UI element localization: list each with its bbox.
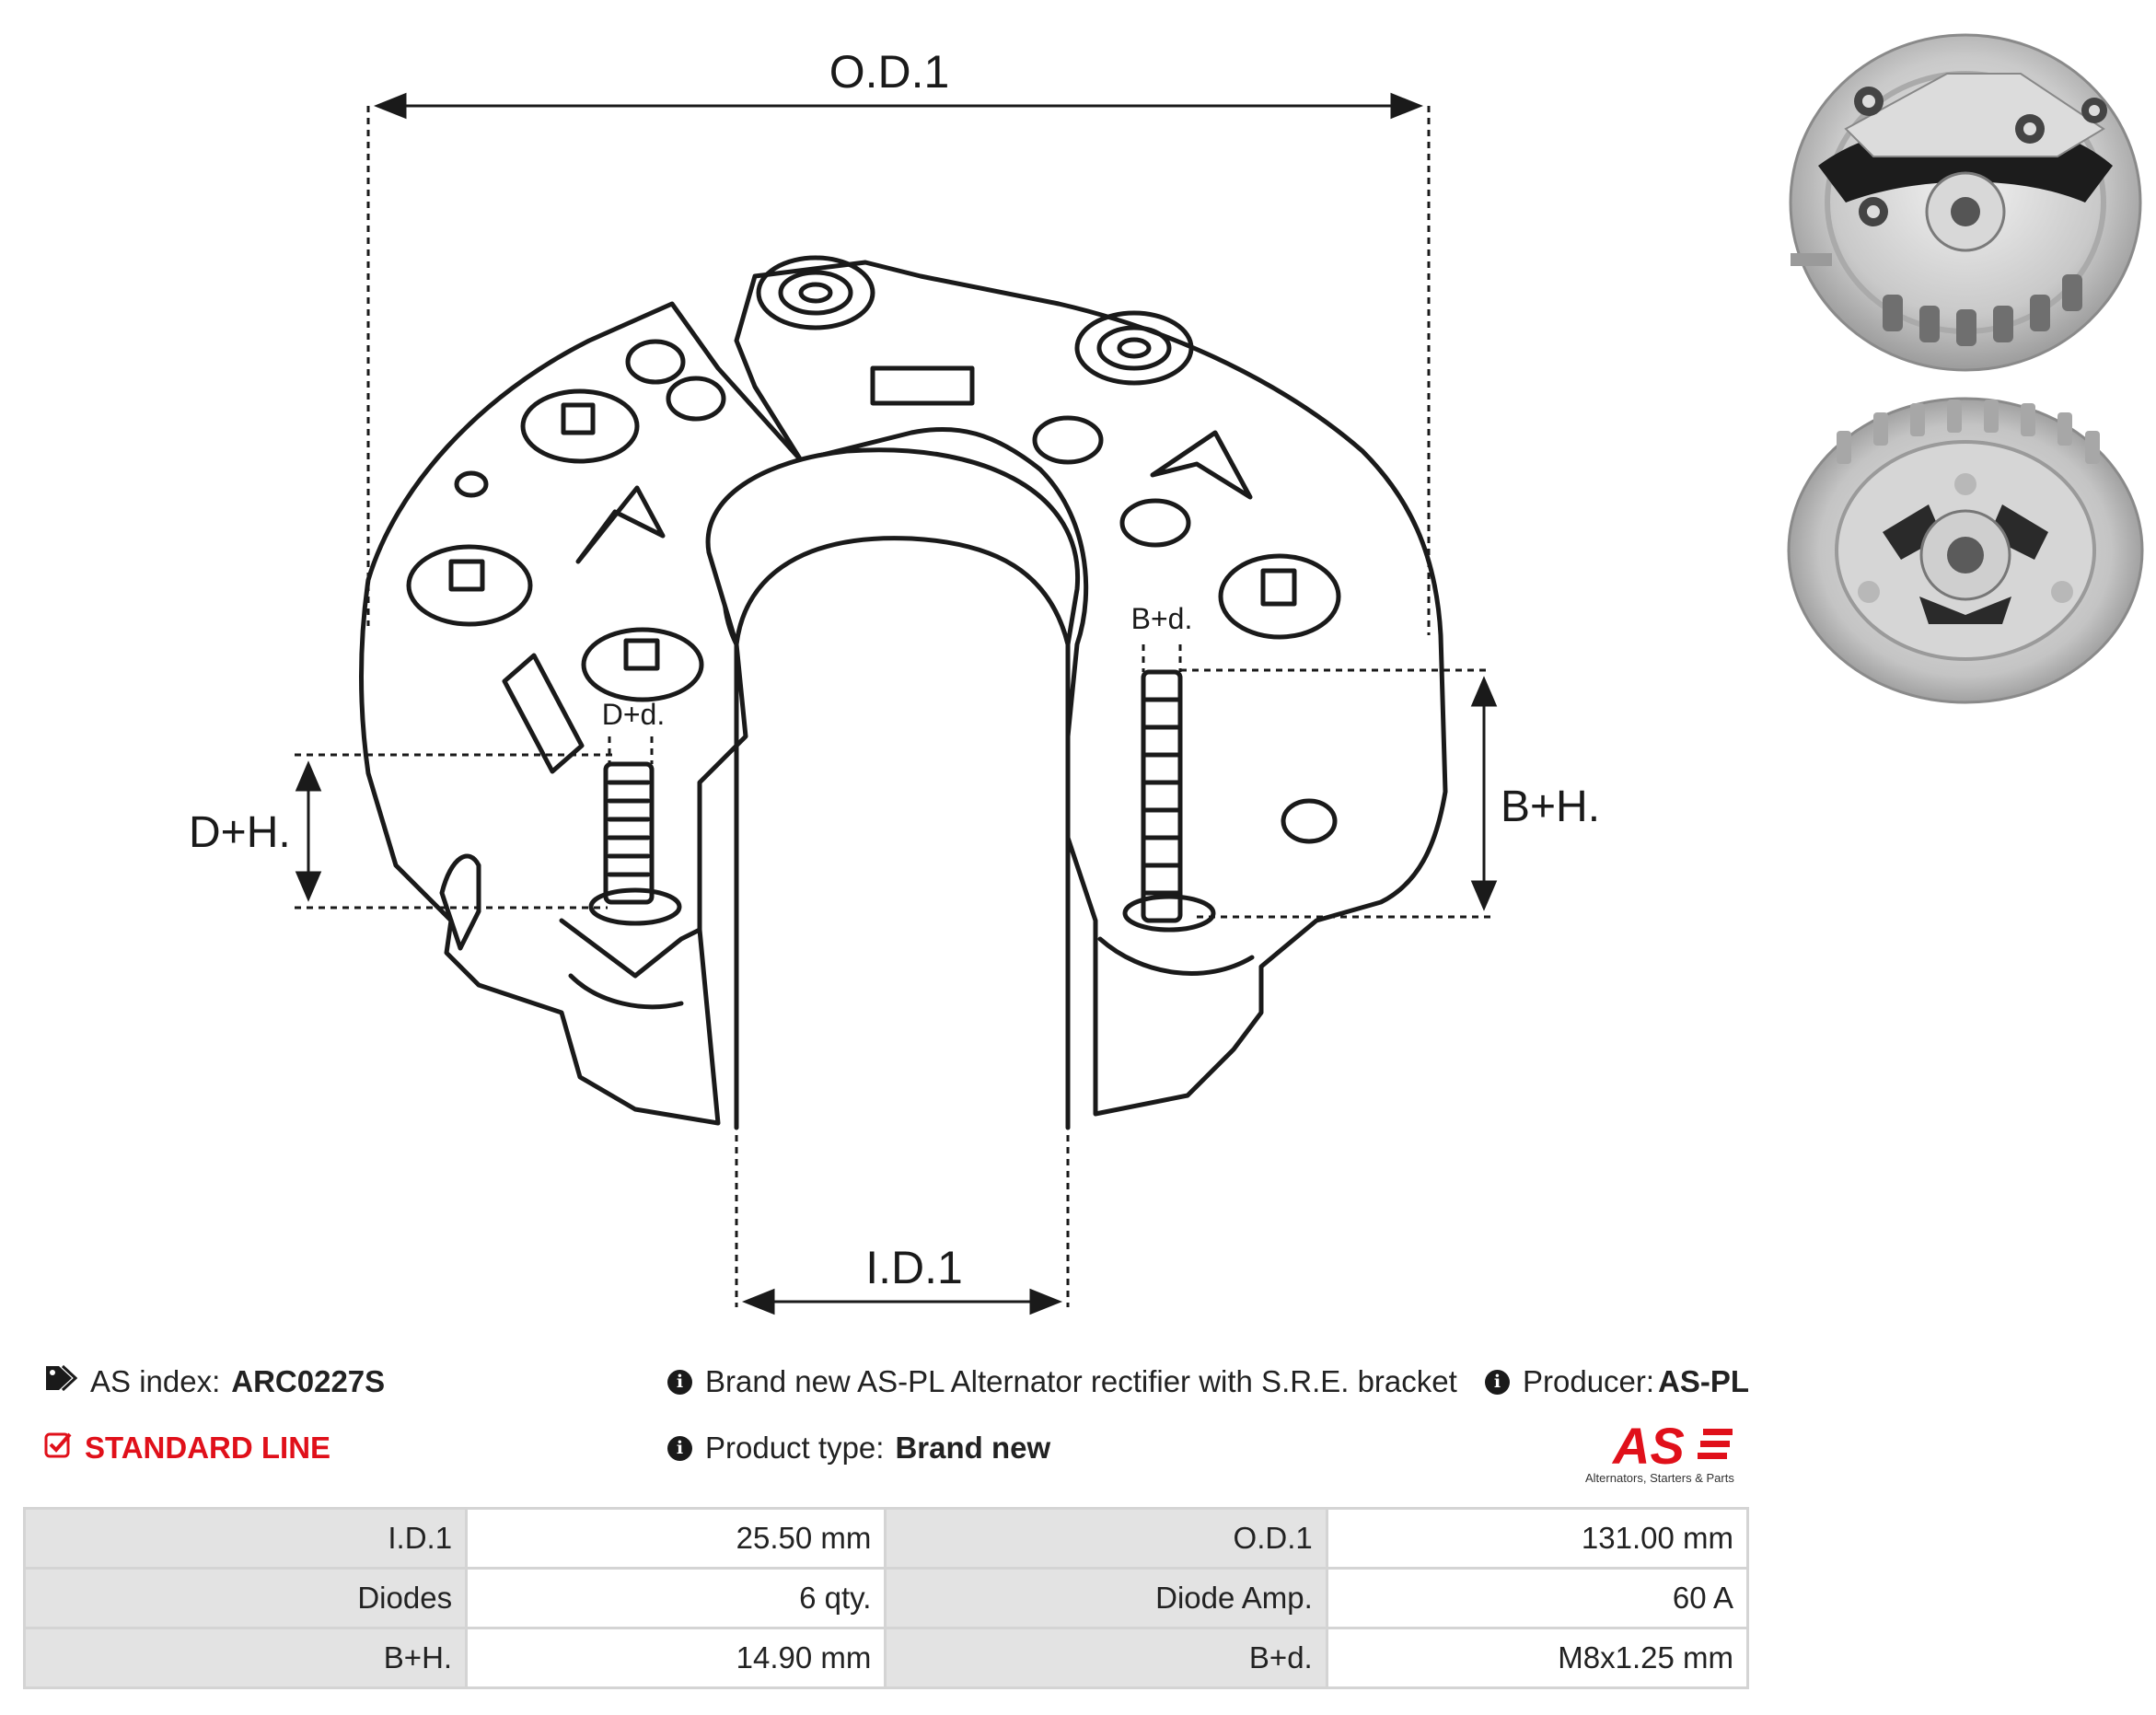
- description-text: Brand new AS-PL Alternator rectifier wit…: [705, 1364, 1457, 1398]
- product-type-label: Product type:: [705, 1431, 885, 1465]
- as-index-label: AS index:: [90, 1364, 221, 1398]
- product-photo-bottom: [1781, 376, 2150, 707]
- product-type: i Product type: Brand new: [667, 1431, 1050, 1466]
- spec-value: 131.00 mm: [1325, 1507, 1750, 1570]
- info-icon: i: [1485, 1369, 1510, 1395]
- as-index: AS index: ARC0227S: [44, 1364, 385, 1399]
- specs-table: I.D.1 25.50 mm O.D.1 131.00 mm Diodes 6 …: [22, 1507, 1750, 1689]
- producer-value: AS-PL: [1658, 1364, 1750, 1398]
- dh-label: D+H.: [189, 808, 291, 857]
- spec-key: O.D.1: [884, 1507, 1328, 1570]
- spec-value: 25.50 mm: [465, 1507, 887, 1570]
- tag-icon: [44, 1364, 78, 1399]
- checkbox-icon: [44, 1431, 72, 1466]
- spec-key: B+H.: [22, 1627, 469, 1689]
- spec-value: 14.90 mm: [465, 1627, 887, 1689]
- product-type-value: Brand new: [895, 1431, 1051, 1465]
- dd-label: D+d.: [602, 698, 665, 731]
- info-icon: i: [667, 1369, 692, 1395]
- spec-value: 60 A: [1325, 1567, 1750, 1629]
- id-label: I.D.1: [865, 1242, 963, 1293]
- product-photo-top: [1781, 18, 2150, 377]
- info-icon: i: [667, 1435, 692, 1461]
- spec-value: 6 qty.: [465, 1567, 887, 1629]
- logo-text: AS: [1611, 1418, 1685, 1473]
- rectifier-bore: [705, 447, 1081, 647]
- spec-key: Diode Amp.: [884, 1567, 1328, 1629]
- description: i Brand new AS-PL Alternator rectifier w…: [667, 1364, 1457, 1399]
- as-pl-logo: AS: [1574, 1417, 1758, 1482]
- table-row: I.D.1 25.50 mm O.D.1 131.00 mm: [22, 1507, 1750, 1570]
- rectifier-technical-drawing: O.D.1 I.D.1 D+H. B+H. D+d. B+d.: [189, 46, 1600, 1315]
- producer-label: Producer:: [1523, 1364, 1655, 1398]
- standard-line-label: STANDARD LINE: [85, 1431, 331, 1465]
- table-row: B+H. 14.90 mm B+d. M8x1.25 mm: [22, 1627, 1750, 1689]
- od-label: O.D.1: [829, 46, 950, 98]
- spec-key: I.D.1: [22, 1507, 469, 1570]
- spec-key: Diodes: [22, 1567, 469, 1629]
- table-row: Diodes 6 qty. Diode Amp. 60 A: [22, 1567, 1750, 1629]
- as-index-value: ARC0227S: [231, 1364, 386, 1398]
- rectifier-right-body: [734, 260, 1448, 1117]
- spec-value: M8x1.25 mm: [1325, 1627, 1750, 1689]
- bd-label: B+d.: [1131, 602, 1193, 635]
- spec-key: B+d.: [884, 1627, 1328, 1689]
- standard-line: STANDARD LINE: [44, 1431, 330, 1466]
- producer: i Producer: AS-PL: [1485, 1364, 1749, 1399]
- bh-label: B+H.: [1501, 782, 1600, 831]
- logo-tagline: Alternators, Starters & Parts: [1585, 1471, 1734, 1485]
